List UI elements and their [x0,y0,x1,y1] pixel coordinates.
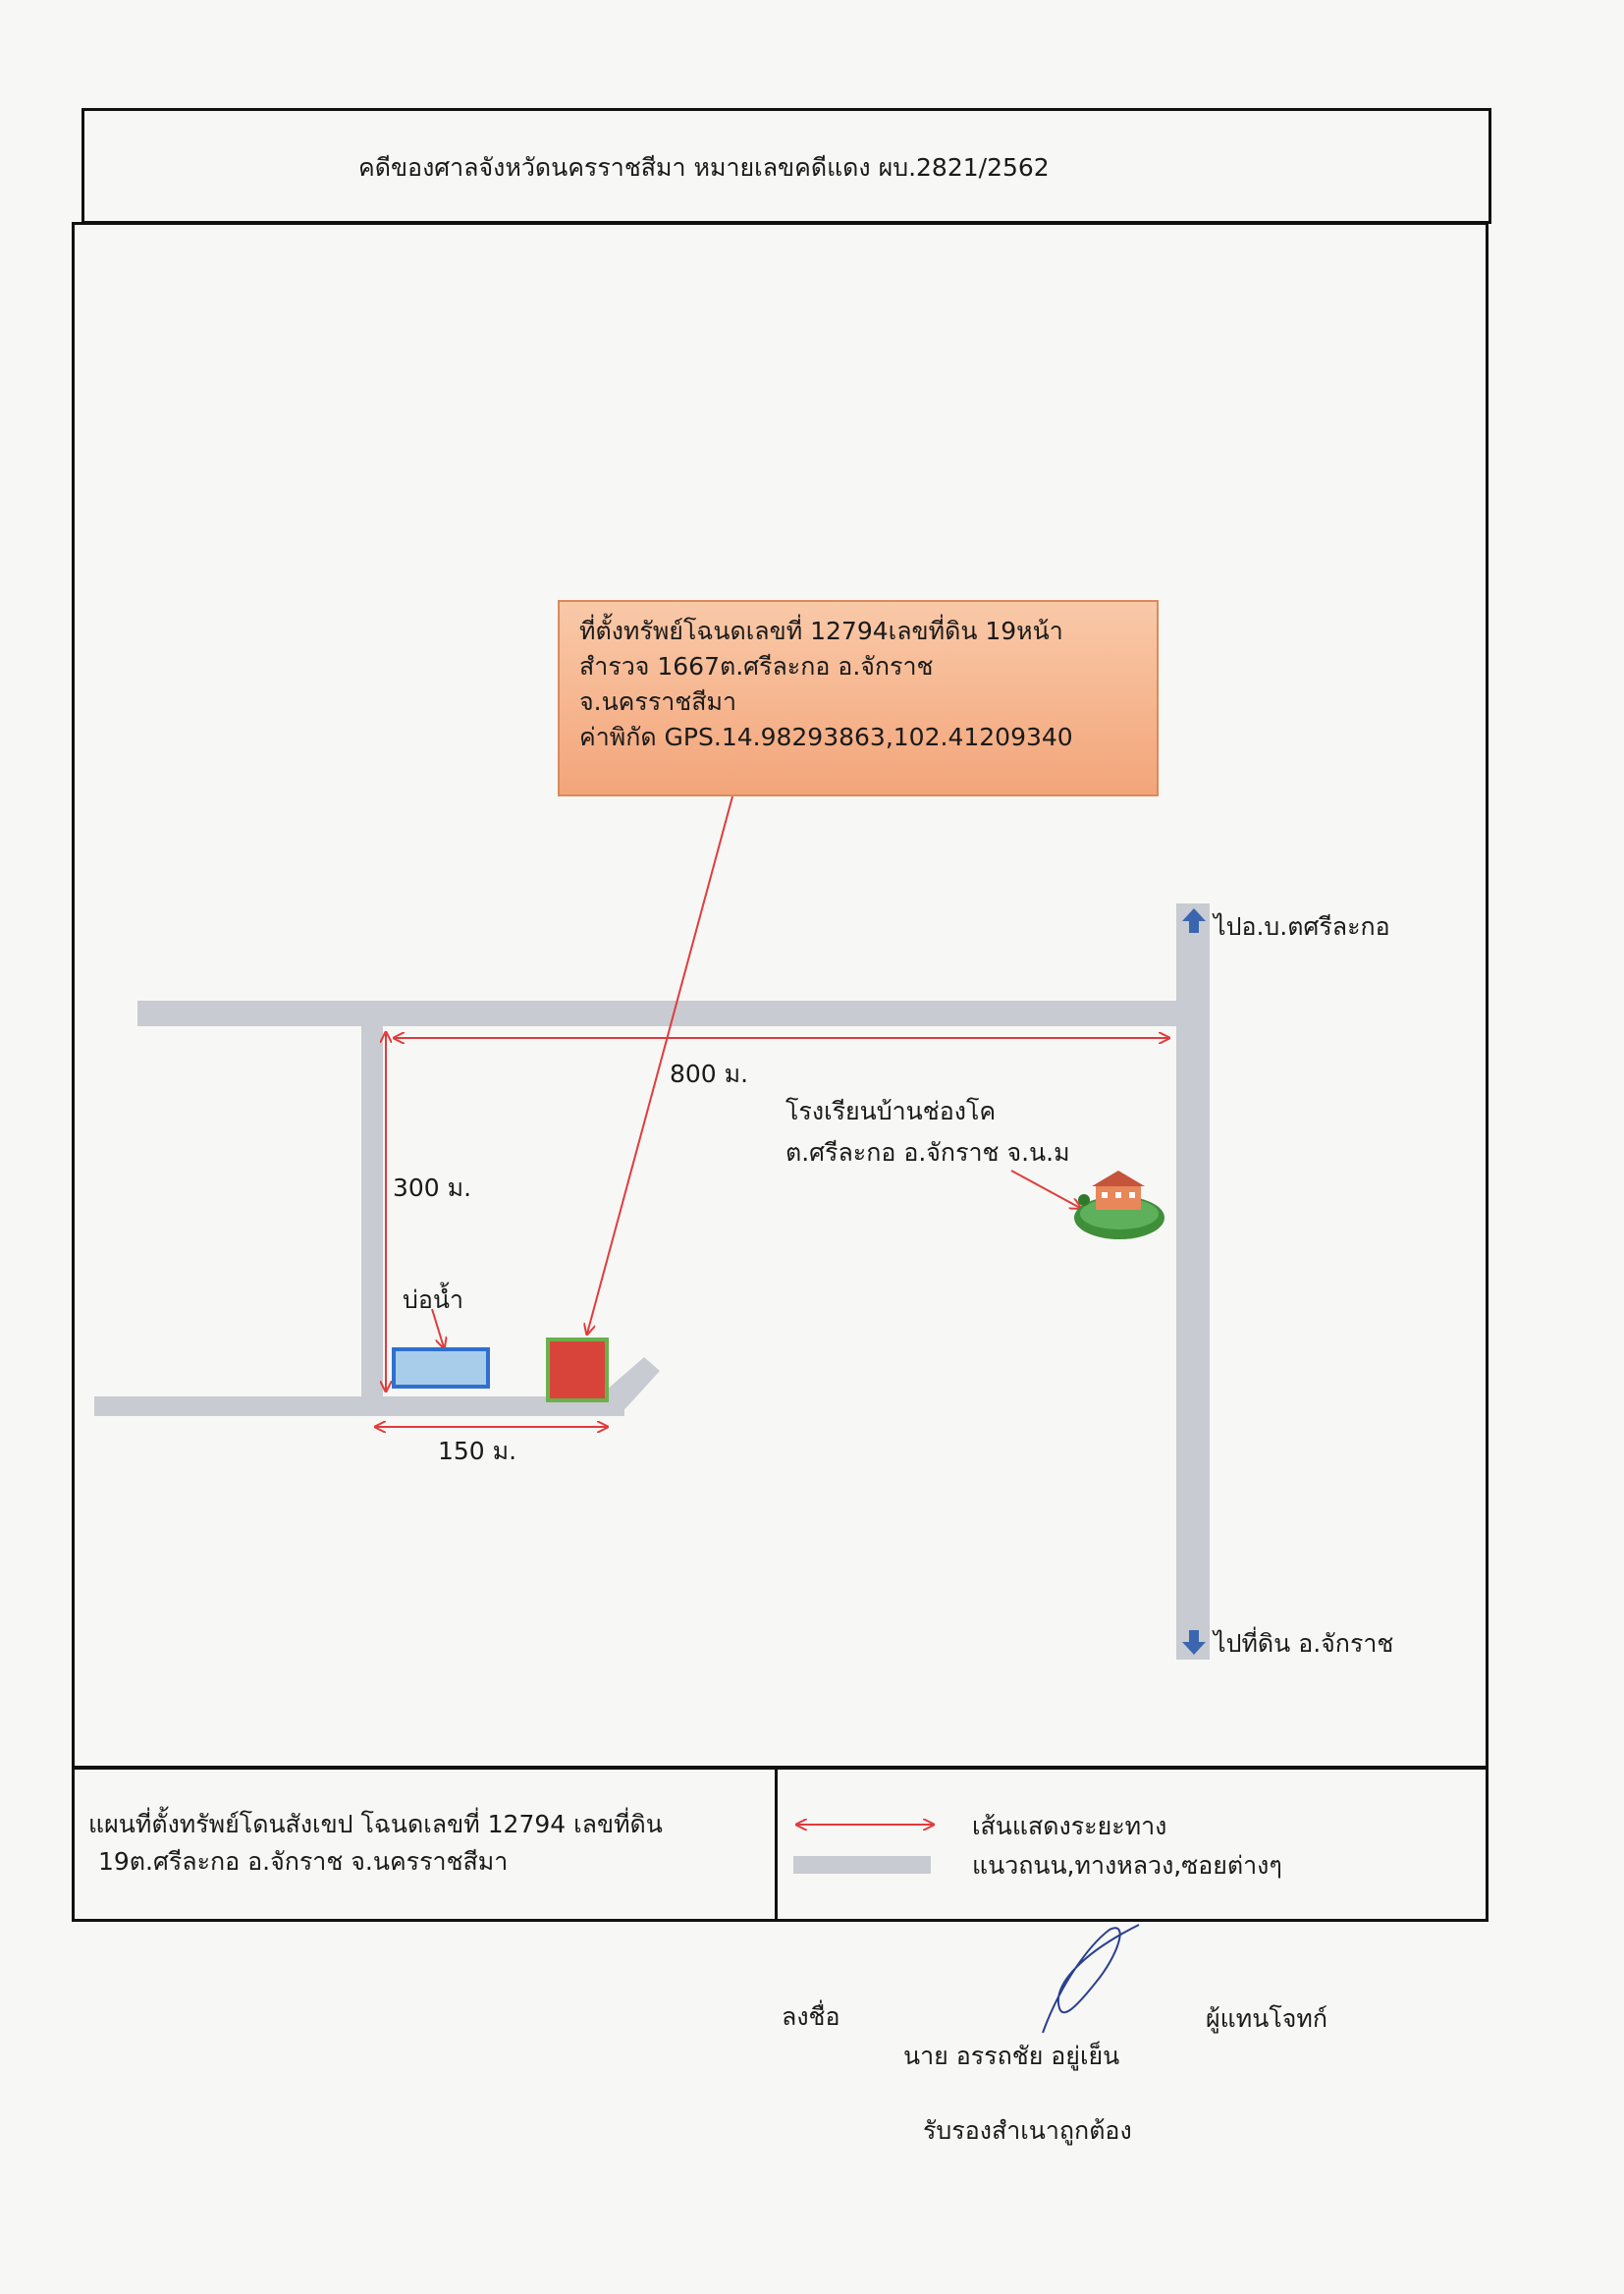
legend-distance-label: เส้นแสดงระยะทาง [972,1812,1167,1840]
sign-label: ลงชื่อ [782,2002,840,2031]
pond-icon [392,1347,490,1389]
legend-road-label: แนวถนน,ทางหลวง,ซอยต่างๆ [972,1851,1282,1880]
distance-label-800: 800 ม. [670,1060,749,1088]
callout-gps: ค่าพิกัด GPS.14.98293863,102.41209340 [579,723,1073,751]
footer-frame [72,1767,1489,1922]
legend-road-swatch [793,1856,931,1874]
land-plot-marker [546,1338,609,1402]
map-description-line-2: 19ต.ศรีละกอ อ.จักราช จ.นครราชสีมา [98,1847,509,1876]
road-bottom [94,1396,624,1416]
pond-label: บ่อน้ำ [403,1285,464,1314]
road-bottom-branch [599,1357,660,1416]
distance-label-300: 300 ม. [393,1174,472,1202]
distance-label-150: 150 ม. [438,1437,517,1465]
direction-south-label: ไปที่ดิน อ.จักราช [1214,1629,1394,1658]
representative-label: ผู้แทนโจทก์ [1206,2004,1328,2033]
callout-line-3: จ.นครราชสีมา [579,687,737,716]
school-icon [1074,1171,1164,1239]
callout-pointer [587,795,733,1334]
school-label-line-1: โรงเรียนบ้านช่องโค [785,1097,997,1125]
south-arrow-icon [1182,1630,1206,1655]
property-location-callout: ที่ตั้งทรัพย์โฉนดเลขที่ 12794เลขที่ดิน 1… [558,600,1159,796]
map-description-line-1: แผนที่ตั้งทรัพย์โดนสังเขป โฉนดเลขที่ 127… [88,1810,663,1838]
roads [94,903,1210,1660]
certified-copy-label: รับรองสำเนาถูกต้อง [923,2116,1132,2145]
direction-north-label: ไปอ.บ.ตศรีละกอ [1214,912,1390,941]
signer-name: นาย อรรถชัย อยู่เย็น [903,2042,1120,2070]
pond-pointer [431,1308,444,1347]
footer-divider [775,1768,778,1922]
callout-line-1: ที่ตั้งทรัพย์โฉนดเลขที่ 12794เลขที่ดิน 1… [579,617,1063,645]
callout-line-2: สำรวจ 1667ต.ศรีละกอ อ.จักราช [579,652,934,681]
school-pointer [1010,1170,1080,1208]
signature-scribble [1042,1924,1140,2034]
road-right [1176,903,1210,1660]
school-label-line-2: ต.ศรีละกอ อ.จักราช จ.น.ม [785,1138,1070,1167]
road-left [361,1025,383,1406]
case-title: คดีของศาลจังหวัดนครราชสีมา หมายเลขคดีแดง… [358,153,1050,182]
north-arrow-icon [1182,908,1206,933]
